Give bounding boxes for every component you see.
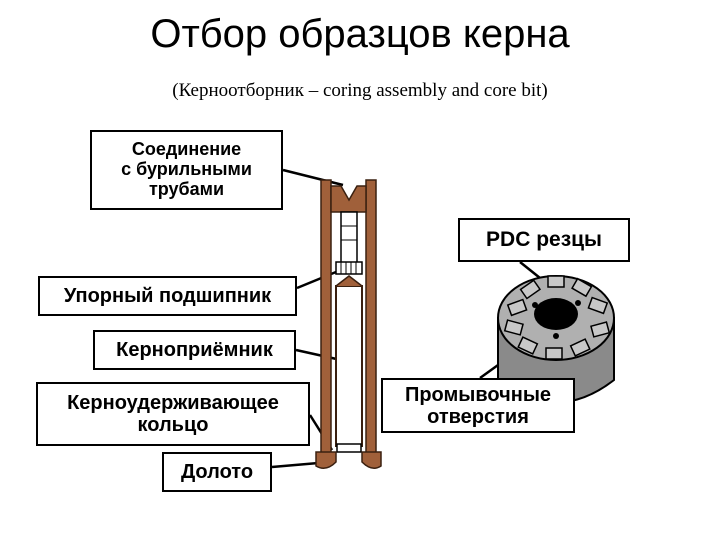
pdc-core-bit-image — [497, 275, 615, 404]
core-barrel-tool — [315, 179, 382, 469]
label-bit: Долото — [162, 452, 272, 492]
label-thrust-bearing: Упорный подшипник — [38, 276, 297, 316]
flushing-ports — [532, 300, 581, 339]
label-core-catcher: Керноудерживающее кольцо — [36, 382, 310, 446]
label-pdc-cutters: PDC резцы — [458, 218, 630, 262]
label-core-barrel: Керноприёмник — [93, 330, 296, 370]
label-flushing-ports: Промывочные отверстия — [381, 378, 575, 433]
label-connection: Соединение с бурильными трубами — [90, 130, 283, 210]
page-title: Отбор образцов керна — [150, 12, 570, 56]
page-subtitle: (Керноотборник – coring assembly and cor… — [172, 80, 548, 101]
pdc-cutters — [503, 275, 611, 360]
